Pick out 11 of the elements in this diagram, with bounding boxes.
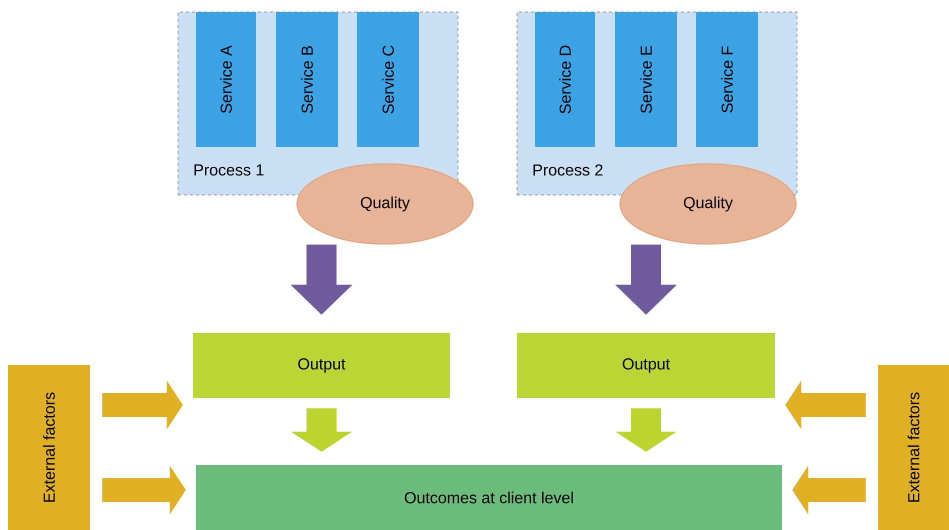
service-box: Service B [276, 12, 338, 147]
service-box: Service C [357, 12, 419, 147]
service-box: Service A [196, 12, 256, 147]
output-box: Output [193, 333, 450, 398]
output-box: Output [517, 333, 775, 398]
outcome-box: Outcomes at client level [196, 465, 782, 530]
service-box: Service E [615, 12, 677, 147]
service-box: Service D [535, 12, 595, 147]
factor-box: External factors [8, 365, 90, 530]
service-box: Service F [696, 12, 758, 147]
factor-box: External factors [878, 365, 949, 530]
